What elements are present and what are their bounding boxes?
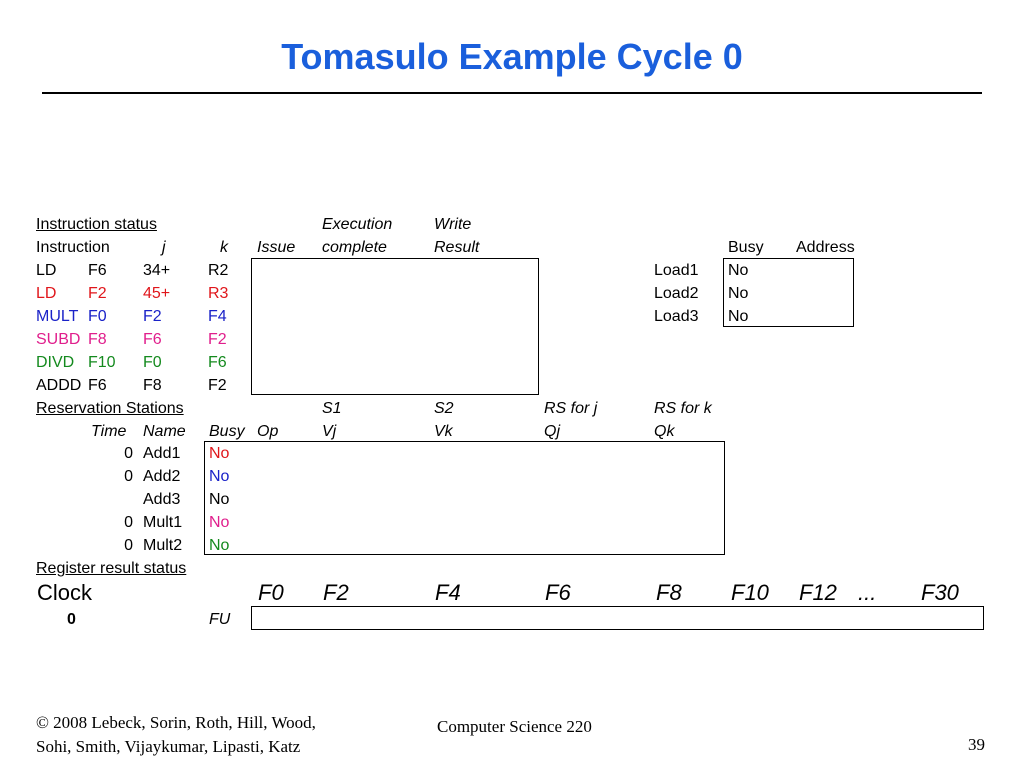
col-issue: Issue — [257, 239, 296, 256]
rs-time: 0 — [124, 537, 133, 554]
register-label: F2 — [323, 580, 349, 605]
rs-time: 0 — [124, 445, 133, 462]
load-buffer-busy: No — [728, 262, 749, 279]
instr-dst: F0 — [88, 308, 107, 325]
footer-course: Computer Science 220 — [437, 717, 592, 736]
instr-k: F4 — [208, 308, 227, 325]
rs-col-s1: S1 — [322, 400, 342, 417]
reservation-stations-heading: Reservation Stations — [36, 400, 184, 417]
footer-copyright-line1: © 2008 Lebeck, Sorin, Roth, Hill, Wood, — [36, 713, 316, 732]
instr-j: 34+ — [143, 262, 171, 279]
col-write-top: Write — [434, 216, 472, 233]
instr-j: F6 — [143, 331, 162, 348]
rs-time: 0 — [124, 514, 133, 531]
load-buffer-box — [723, 258, 854, 327]
instruction-timing-box — [251, 258, 539, 395]
instr-op: LD — [36, 285, 57, 302]
title-divider — [42, 92, 982, 94]
load-buffer-busy: No — [728, 308, 749, 325]
load-col-busy: Busy — [728, 239, 764, 256]
rs-busy: No — [209, 491, 230, 508]
rs-col-op: Op — [257, 423, 279, 440]
reservation-stations-box — [204, 441, 725, 555]
rs-busy: No — [209, 537, 230, 554]
col-j: j — [162, 239, 166, 256]
instr-k: F6 — [208, 354, 227, 371]
footer-copyright-line2: Sohi, Smith, Vijaykumar, Lipasti, Katz — [36, 737, 301, 756]
instr-dst: F6 — [88, 377, 107, 394]
load-col-address: Address — [796, 239, 855, 256]
col-execution-top: Execution — [322, 216, 393, 233]
instr-op: MULT — [36, 308, 79, 325]
instr-dst: F10 — [88, 354, 116, 371]
rs-col-s2: S2 — [434, 400, 454, 417]
rs-time: 0 — [124, 468, 133, 485]
slide-title: Tomasulo Example Cycle 0 — [281, 36, 743, 77]
instr-dst: F6 — [88, 262, 107, 279]
rs-name: Add2 — [143, 468, 181, 485]
rs-name: Add3 — [143, 491, 181, 508]
instr-k: R2 — [208, 262, 229, 279]
instr-dst: F2 — [88, 285, 107, 302]
fu-label: FU — [209, 611, 231, 628]
instr-j: F0 — [143, 354, 162, 371]
register-label: F10 — [731, 580, 769, 605]
rs-busy: No — [209, 468, 230, 485]
clock-label: Clock — [37, 580, 93, 605]
col-k: k — [220, 239, 228, 256]
col-instruction: Instruction — [36, 239, 110, 256]
rs-col-busy: Busy — [209, 423, 245, 440]
register-label: F6 — [545, 580, 571, 605]
instr-op: ADDD — [36, 377, 82, 394]
register-label: F8 — [656, 580, 682, 605]
rs-col-vk: Vk — [434, 423, 453, 440]
register-label: F0 — [258, 580, 284, 605]
instr-j: F8 — [143, 377, 162, 394]
clock-value: 0 — [67, 611, 76, 628]
register-label: F12 — [799, 580, 837, 605]
instr-j: F2 — [143, 308, 162, 325]
rs-busy: No — [209, 445, 230, 462]
rs-col-rsj: RS for j — [544, 400, 598, 417]
instr-j: 45+ — [143, 285, 171, 302]
load-buffer-busy: No — [728, 285, 749, 302]
rs-col-vj: Vj — [322, 423, 337, 440]
load-buffer-name: Load2 — [654, 285, 699, 302]
load-buffer-name: Load1 — [654, 262, 699, 279]
instr-k: R3 — [208, 285, 229, 302]
rs-busy: No — [209, 514, 230, 531]
rs-col-time: Time — [91, 423, 127, 440]
page-number: 39 — [968, 735, 985, 754]
rs-name: Mult1 — [143, 514, 183, 531]
instr-dst: F8 — [88, 331, 107, 348]
register-fu-box — [251, 606, 984, 630]
register-label: F4 — [435, 580, 461, 605]
instr-k: F2 — [208, 331, 227, 348]
col-complete: complete — [322, 239, 387, 256]
col-result: Result — [434, 239, 480, 256]
rs-name: Mult2 — [143, 537, 183, 554]
instr-op: LD — [36, 262, 57, 279]
rs-name: Add1 — [143, 445, 181, 462]
register-result-status-heading: Register result status — [36, 560, 187, 577]
instr-op: SUBD — [36, 331, 81, 348]
instr-op: DIVD — [36, 354, 75, 371]
load-buffer-name: Load3 — [654, 308, 699, 325]
instr-k: F2 — [208, 377, 227, 394]
instruction-status-heading: Instruction status — [36, 216, 157, 233]
rs-col-qj: Qj — [544, 423, 560, 440]
register-label: ... — [858, 580, 877, 605]
register-label: F30 — [921, 580, 959, 605]
rs-col-qk: Qk — [654, 423, 675, 440]
rs-col-name: Name — [143, 423, 186, 440]
rs-col-rsk: RS for k — [654, 400, 712, 417]
